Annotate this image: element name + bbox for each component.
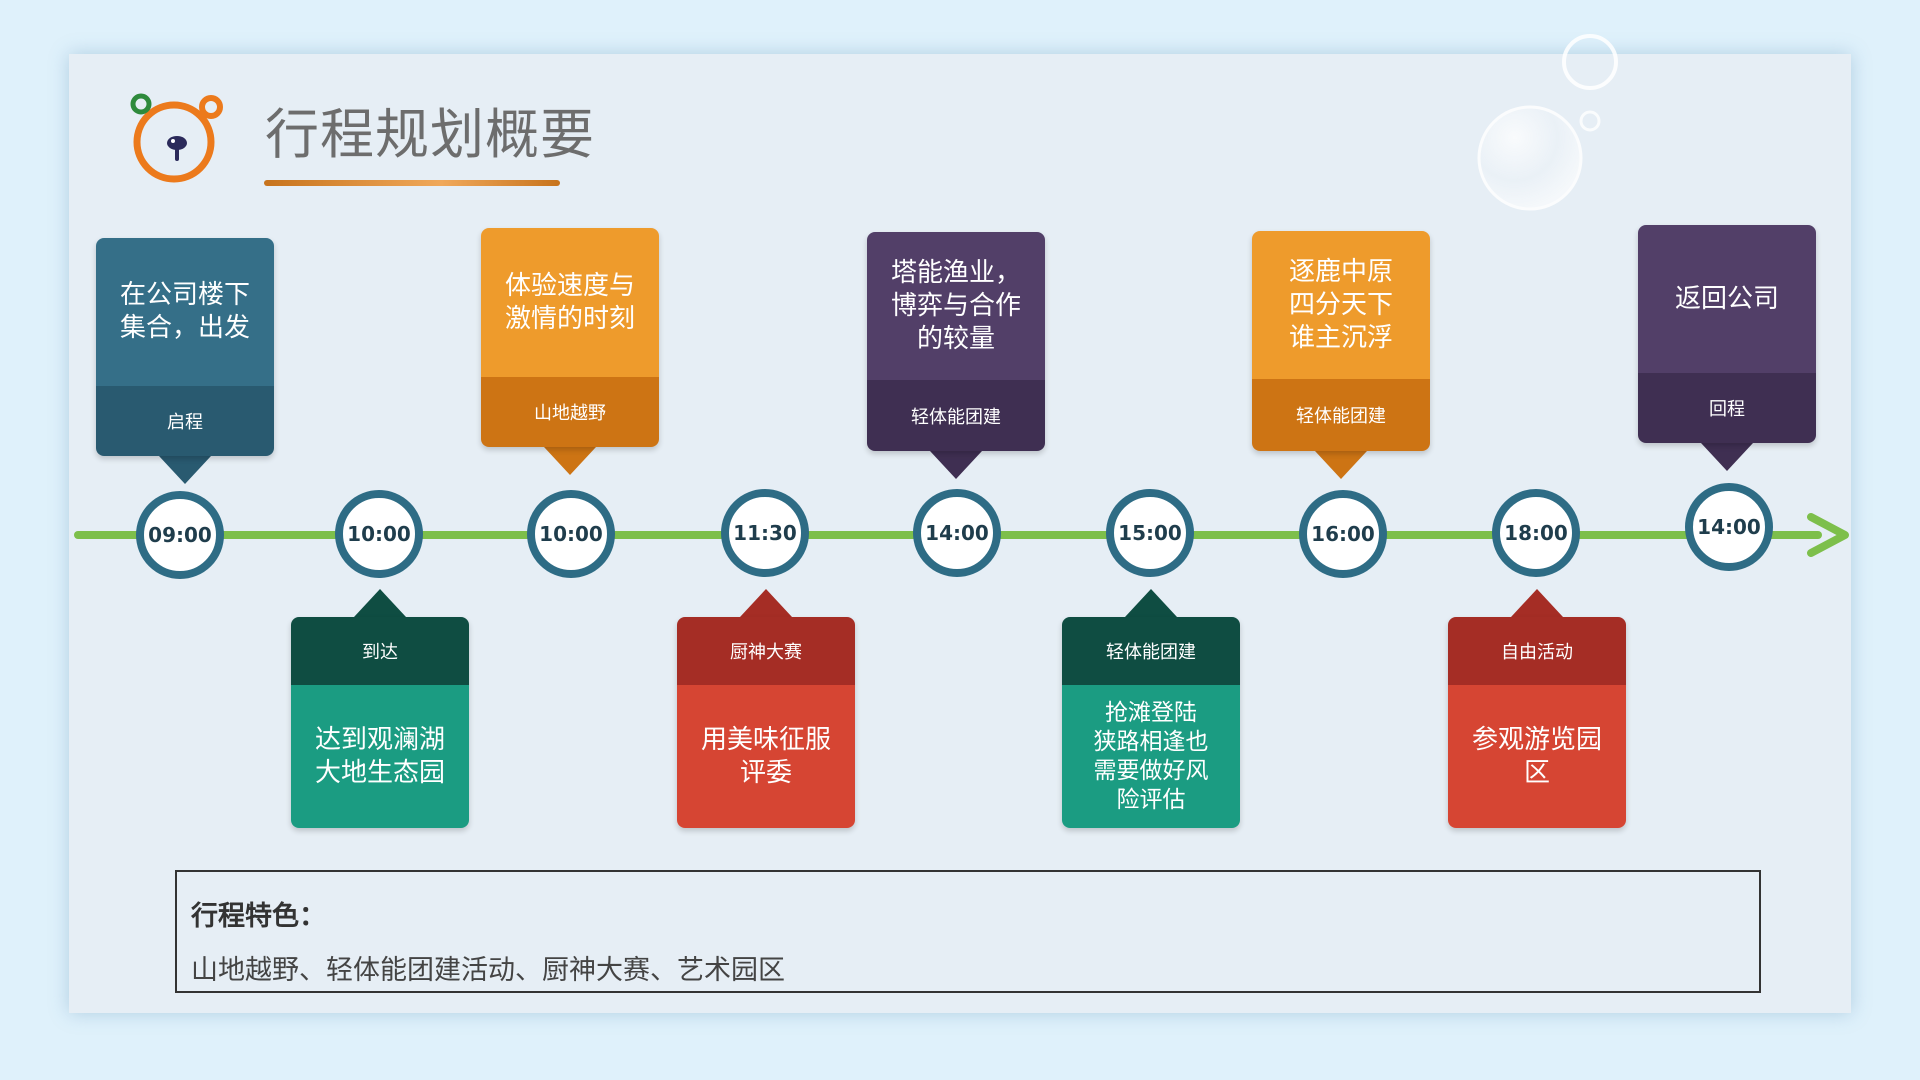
stop-category-tag: 启程 (96, 386, 274, 456)
card-pointer (1315, 451, 1367, 479)
stop-card: 轻体能团建抢滩登陆 狭路相逢也 需要做好风 险评估 (1062, 617, 1240, 828)
stop-card: 自由活动参观游览园 区 (1448, 617, 1626, 828)
stop-description: 抢滩登陆 狭路相逢也 需要做好风 险评估 (1062, 685, 1240, 828)
card-pointer (1125, 589, 1177, 617)
timeline-arrow-icon (1807, 513, 1849, 557)
stop-description: 用美味征服 评委 (677, 685, 855, 828)
stop-category-tag: 山地越野 (481, 377, 659, 447)
stop-description: 体验速度与 激情的时刻 (481, 228, 659, 377)
card-pointer (354, 589, 406, 617)
card-pointer (1701, 443, 1753, 471)
bubbles-decoration (1477, 34, 1618, 211)
stop-category-tag: 回程 (1638, 373, 1816, 443)
stop-card: 到达达到观澜湖 大地生态园 (291, 617, 469, 828)
title-underline (264, 180, 560, 186)
stop-category-tag: 厨神大赛 (677, 617, 855, 685)
stop-description: 塔能渔业， 博弈与合作 的较量 (867, 232, 1045, 380)
card-pointer (930, 451, 982, 479)
card-pointer (159, 456, 211, 484)
time-node: 16:00 (1299, 490, 1387, 578)
features-title: 行程特色： (191, 901, 326, 932)
time-node: 10:00 (527, 490, 615, 578)
time-node: 09:00 (136, 491, 224, 579)
stop-category-tag: 到达 (291, 617, 469, 685)
card-pointer (740, 589, 792, 617)
stop-description: 在公司楼下 集合，出发 (96, 238, 274, 386)
stop-description: 参观游览园 区 (1448, 685, 1626, 828)
stop-category-tag: 轻体能团建 (1252, 379, 1430, 451)
stop-category-tag: 轻体能团建 (1062, 617, 1240, 685)
stop-category-tag: 轻体能团建 (867, 380, 1045, 451)
page-title: 行程规划概要 (265, 103, 595, 166)
stop-description: 逐鹿中原 四分天下 谁主沉浮 (1252, 231, 1430, 379)
stop-description: 达到观澜湖 大地生态园 (291, 685, 469, 828)
stop-card: 在公司楼下 集合，出发启程 (96, 238, 274, 456)
stop-card: 厨神大赛用美味征服 评委 (677, 617, 855, 828)
time-node: 14:00 (1685, 483, 1773, 571)
card-pointer (544, 447, 596, 475)
stop-description: 返回公司 (1638, 225, 1816, 373)
stop-card: 塔能渔业， 博弈与合作 的较量轻体能团建 (867, 232, 1045, 451)
time-node: 14:00 (913, 489, 1001, 577)
features-box: 行程特色： 山地越野、轻体能团建活动、厨神大赛、艺术园区 (175, 870, 1761, 993)
time-node: 10:00 (335, 490, 423, 578)
card-pointer (1511, 589, 1563, 617)
time-node: 11:30 (721, 489, 809, 577)
stop-card: 返回公司回程 (1638, 225, 1816, 443)
features-text: 山地越野、轻体能团建活动、厨神大赛、艺术园区 (191, 955, 785, 986)
bear-logo-icon (130, 93, 223, 183)
time-node: 15:00 (1106, 489, 1194, 577)
stop-card: 体验速度与 激情的时刻山地越野 (481, 228, 659, 447)
stop-card: 逐鹿中原 四分天下 谁主沉浮轻体能团建 (1252, 231, 1430, 451)
time-node: 18:00 (1492, 489, 1580, 577)
stop-category-tag: 自由活动 (1448, 617, 1626, 685)
